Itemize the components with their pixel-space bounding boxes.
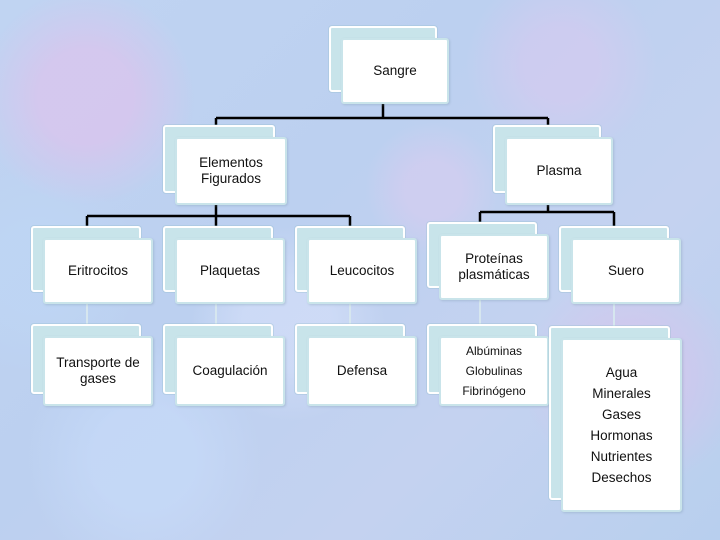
node-eritrocitos-label: Eritrocitos — [43, 238, 153, 304]
node-text-line: Suero — [607, 263, 645, 279]
node-text-line: Eritrocitos — [67, 263, 128, 279]
node-leucocitos: Leucocitos — [295, 226, 417, 304]
node-plaquetas-label: Plaquetas — [175, 238, 285, 304]
node-text-line: Plasma — [536, 163, 582, 179]
node-eritrocitos: Eritrocitos — [31, 226, 153, 304]
node-sangre-label: Sangre — [341, 38, 449, 104]
node-suero: Suero — [559, 226, 681, 304]
node-text-line: Leucocitos — [329, 263, 395, 279]
node-text-line: Elementos — [199, 155, 263, 171]
node-text-line: Transporte de — [56, 355, 140, 371]
node-defensa: Defensa — [295, 324, 417, 406]
node-text-line: Proteínas — [465, 251, 523, 267]
node-coagulacion: Coagulación — [163, 324, 285, 406]
node-text-line: Fibrinógeno — [462, 384, 526, 398]
node-defensa-label: Defensa — [307, 336, 417, 406]
node-text-line: plasmáticas — [458, 267, 530, 282]
node-text-line: Hormonas — [590, 428, 653, 443]
node-text-line: Defensa — [336, 363, 388, 379]
node-text-line: Nutrientes — [590, 449, 653, 464]
node-text-line: Figurados — [200, 171, 262, 186]
node-text-line: Sangre — [373, 63, 417, 79]
node-text-line: Plaquetas — [199, 263, 261, 279]
node-leucocitos-label: Leucocitos — [307, 238, 417, 304]
node-plaquetas: Plaquetas — [163, 226, 285, 304]
node-text-line: Minerales — [592, 386, 651, 401]
node-plasma: Plasma — [493, 125, 613, 205]
node-suero-label: Suero — [571, 238, 681, 304]
node-text-line: Desechos — [591, 470, 652, 485]
node-text-line: Agua — [605, 365, 638, 380]
node-text-line: Albúminas — [465, 344, 523, 358]
node-text-line: Globulinas — [465, 364, 523, 378]
node-sangre: Sangre — [329, 26, 449, 104]
node-coagulacion-label: Coagulación — [175, 336, 285, 406]
node-text-line: Gases — [601, 407, 642, 422]
node-text-line: Coagulación — [192, 363, 268, 379]
node-plasma-label: Plasma — [505, 137, 613, 205]
node-text-line: gases — [79, 371, 116, 386]
